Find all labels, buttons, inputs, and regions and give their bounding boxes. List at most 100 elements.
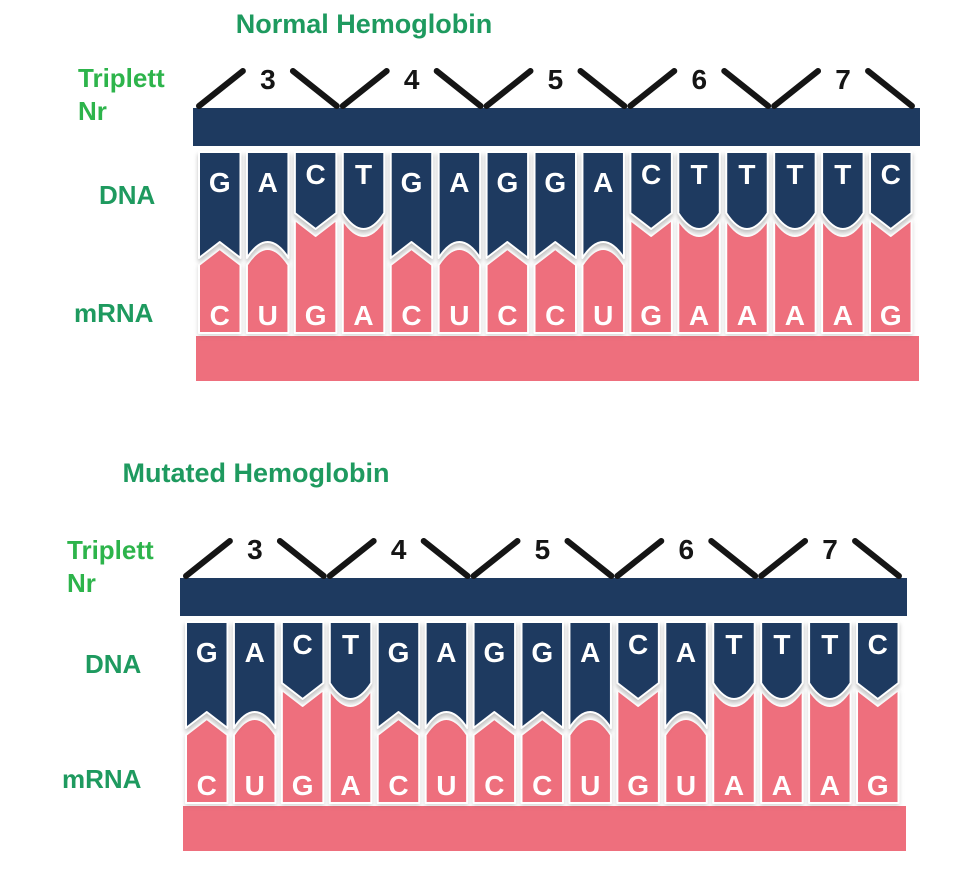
dna-tooth bbox=[341, 151, 386, 230]
triplet-label-line: Nr bbox=[78, 96, 107, 126]
mrna-tooth bbox=[773, 219, 817, 334]
dna-label: DNA bbox=[99, 180, 156, 210]
triplet-bracket-line bbox=[483, 68, 534, 109]
triplet-bracket-line bbox=[771, 68, 822, 109]
dna-base-letter: T bbox=[821, 629, 838, 660]
mrna-base-letter: C bbox=[532, 770, 552, 801]
dna-base-letter: C bbox=[292, 629, 312, 660]
dna-tooth bbox=[293, 151, 338, 230]
dna-base-letter: C bbox=[628, 629, 648, 660]
dna-tooth bbox=[568, 621, 612, 729]
dna-base-letter: A bbox=[580, 637, 600, 668]
dna-tooth bbox=[760, 621, 804, 700]
triplet-bracket-line bbox=[852, 538, 902, 579]
dna-label: DNA bbox=[85, 649, 142, 679]
mrna-tooth bbox=[821, 219, 865, 334]
triplet-bracket-line bbox=[183, 538, 233, 579]
dna-tooth bbox=[376, 621, 421, 729]
triplet-bracket-line bbox=[470, 538, 521, 579]
dna-base-letter: G bbox=[196, 637, 218, 668]
dna-base-letter: T bbox=[738, 159, 755, 190]
mrna-tooth bbox=[232, 718, 277, 804]
mrna-tooth bbox=[485, 248, 530, 334]
mrna-base-letter: U bbox=[245, 770, 265, 801]
mrna-base-letter: C bbox=[197, 770, 217, 801]
dna-backbone-bar bbox=[193, 108, 920, 146]
triplet-bracket-line bbox=[276, 538, 327, 579]
mrna-tooth bbox=[869, 219, 913, 334]
dna-tooth bbox=[328, 621, 373, 700]
triplet-number: 7 bbox=[835, 64, 851, 95]
dna-tooth bbox=[677, 151, 721, 230]
mrna-base-letter: G bbox=[867, 770, 889, 801]
mrna-tooth bbox=[437, 248, 482, 334]
dna-tooth bbox=[773, 151, 817, 230]
dna-tooth bbox=[616, 621, 660, 700]
mrna-base-letter: G bbox=[305, 300, 327, 331]
triplet-bracket-line bbox=[564, 538, 615, 579]
mrna-tooth bbox=[581, 248, 625, 334]
dna-tooth bbox=[485, 151, 530, 259]
mrna-base-letter: U bbox=[258, 300, 278, 331]
dna-tooth bbox=[245, 151, 290, 259]
dna-base-letter: G bbox=[544, 167, 566, 198]
dna-tooth bbox=[198, 151, 242, 259]
mrna-backbone-bar bbox=[196, 336, 919, 381]
mrna-tooth bbox=[533, 248, 578, 334]
mrna-base-letter: U bbox=[449, 300, 469, 331]
mrna-label: mRNA bbox=[74, 298, 154, 328]
dna-tooth bbox=[856, 621, 900, 700]
dna-tooth bbox=[232, 621, 277, 729]
mrna-base-letter: C bbox=[545, 300, 565, 331]
mrna-base-letter: U bbox=[436, 770, 456, 801]
triplet-number: 3 bbox=[260, 64, 276, 95]
dna-tooth bbox=[185, 621, 229, 729]
dna-tooth bbox=[520, 621, 565, 729]
triplet-number-label: Triplett Nr bbox=[78, 62, 165, 128]
dna-base-letter: T bbox=[355, 159, 372, 190]
triplet-label-line: Triplett bbox=[67, 535, 154, 565]
dna-base-letter: C bbox=[641, 159, 661, 190]
dna-base-letter: T bbox=[725, 629, 742, 660]
mrna-tooth bbox=[568, 718, 612, 804]
mrna-base-letter: C bbox=[497, 300, 517, 331]
triplet-number: 6 bbox=[691, 64, 707, 95]
triplet-bracket-line bbox=[721, 68, 772, 109]
mrna-tooth bbox=[376, 718, 421, 804]
mrna-tooth bbox=[472, 718, 517, 804]
dna-base-letter: C bbox=[881, 159, 901, 190]
mrna-base-letter: U bbox=[580, 770, 600, 801]
dna-base-letter: A bbox=[449, 167, 469, 198]
dna-tooth bbox=[581, 151, 625, 259]
triplet-label-line: Triplett bbox=[78, 63, 165, 93]
dna-base-letter: C bbox=[868, 629, 888, 660]
triplet-number: 3 bbox=[247, 534, 263, 565]
mrna-tooth bbox=[280, 689, 325, 804]
triplet-number: 4 bbox=[391, 534, 407, 565]
mrna-tooth bbox=[856, 689, 900, 804]
triplet-number: 4 bbox=[404, 64, 420, 95]
triplet-bracket-line bbox=[758, 538, 809, 579]
mrna-tooth bbox=[341, 219, 386, 334]
panel-title: Mutated Hemoglobin bbox=[122, 458, 390, 488]
triplet-bracket-line bbox=[420, 538, 471, 579]
dna-base-letter: G bbox=[388, 637, 410, 668]
dna-base-letter: G bbox=[401, 167, 423, 198]
mrna-tooth bbox=[520, 718, 565, 804]
triplet-number: 7 bbox=[822, 534, 838, 565]
dna-base-letter: A bbox=[676, 637, 696, 668]
mrna-base-letter: U bbox=[593, 300, 613, 331]
triplet-bracket-line bbox=[339, 68, 390, 109]
dna-base-letter: T bbox=[786, 159, 803, 190]
dna-base-letter: G bbox=[209, 167, 231, 198]
triplet-label-line: Nr bbox=[67, 568, 96, 598]
mrna-base-letter: A bbox=[353, 300, 373, 331]
triplet-number: 6 bbox=[678, 534, 694, 565]
mrna-base-letter: A bbox=[724, 770, 744, 801]
dna-tooth bbox=[664, 621, 708, 729]
dna-tooth bbox=[808, 621, 852, 700]
mrna-base-letter: G bbox=[627, 770, 649, 801]
dna-tooth bbox=[629, 151, 673, 230]
